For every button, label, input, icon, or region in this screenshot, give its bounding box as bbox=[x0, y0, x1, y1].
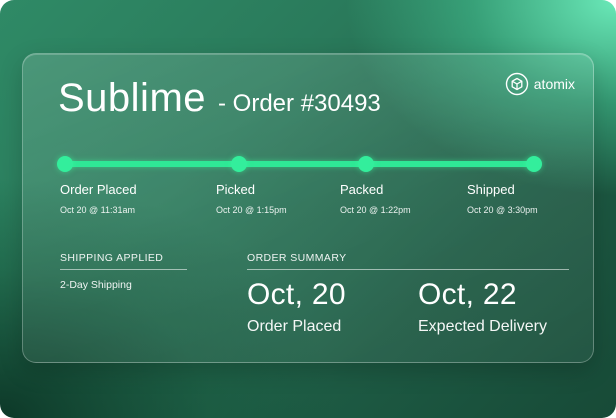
summary-date: Oct, 22 bbox=[418, 278, 517, 311]
order-summary-heading: ORDER SUMMARY bbox=[247, 252, 569, 270]
progress-dot-shipped bbox=[526, 156, 542, 172]
step-time: Oct 20 @ 11:31am bbox=[60, 205, 136, 215]
step-label: Picked bbox=[216, 182, 256, 197]
step-time: Oct 20 @ 1:22pm bbox=[340, 205, 411, 215]
atomix-cube-icon bbox=[505, 72, 528, 96]
step-label: Order Placed bbox=[60, 182, 137, 197]
page-title: Sublime - Order #30493 bbox=[58, 76, 381, 121]
order-number: - Order #30493 bbox=[218, 90, 381, 117]
progress-dot-picked bbox=[230, 156, 247, 172]
summary-date: Oct, 20 bbox=[247, 278, 346, 311]
step-packed: Packed Oct 20 @ 1:22pm bbox=[340, 182, 411, 215]
step-shipped: Shipped Oct 20 @ 3:30pm bbox=[467, 182, 538, 215]
step-label: Packed bbox=[340, 182, 384, 197]
summary-label: Expected Delivery bbox=[418, 318, 547, 335]
shipping-applied-heading: SHIPPING APPLIED bbox=[60, 252, 187, 270]
step-label: Shipped bbox=[467, 182, 515, 197]
shipping-method: 2-Day Shipping bbox=[60, 279, 132, 291]
step-picked: Picked Oct 20 @ 1:15pm bbox=[216, 182, 287, 215]
atomix-logo: atomix bbox=[505, 72, 575, 96]
summary-order-placed: Oct, 20 Order Placed bbox=[247, 278, 346, 336]
step-time: Oct 20 @ 1:15pm bbox=[216, 205, 287, 215]
progress-track bbox=[65, 161, 534, 167]
progress-dot-order-placed bbox=[57, 156, 73, 172]
summary-label: Order Placed bbox=[247, 318, 342, 335]
logo-text: atomix bbox=[533, 76, 575, 92]
step-order-placed: Order Placed Oct 20 @ 11:31am bbox=[60, 182, 137, 215]
step-time: Oct 20 @ 3:30pm bbox=[467, 205, 538, 215]
brand-name: Sublime bbox=[58, 76, 207, 120]
order-tracking-card: Sublime - Order #30493 atomix Order Plac… bbox=[22, 53, 594, 363]
progress-dot-packed bbox=[358, 156, 375, 172]
order-progress-bar bbox=[57, 156, 542, 172]
summary-expected-delivery: Oct, 22 Expected Delivery bbox=[418, 278, 547, 336]
